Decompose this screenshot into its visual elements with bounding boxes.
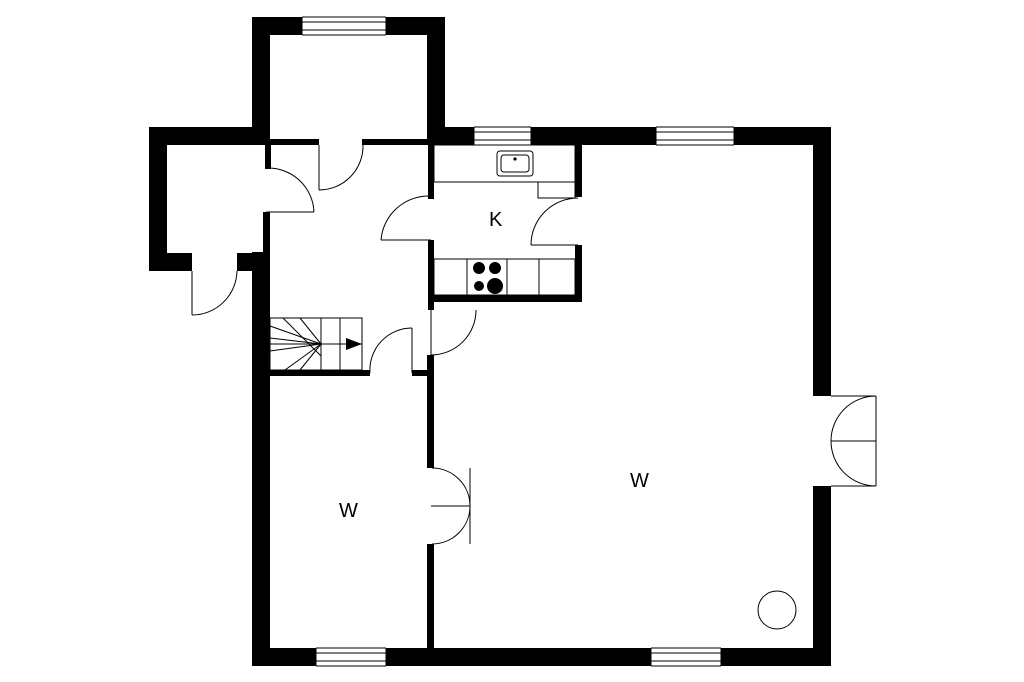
room-label-bedroom: W	[339, 500, 358, 522]
room-label-kitchen: K	[489, 209, 503, 231]
staircase	[269, 317, 363, 371]
door-kitchen-left	[380, 195, 432, 241]
door-bedroom-living-double	[431, 467, 471, 545]
stair-direction-arrow	[346, 338, 362, 350]
doors	[191, 144, 877, 545]
interior-walls	[263, 139, 582, 654]
window-top-living	[655, 126, 735, 146]
room-label-living: W	[630, 470, 649, 492]
sink-icon	[496, 150, 534, 177]
door-bedroom-top	[369, 327, 413, 374]
stove-icon	[473, 262, 503, 294]
door-kitchen-right	[530, 197, 579, 246]
window-bottom-living	[650, 647, 722, 667]
window-top-upper	[301, 16, 387, 36]
door-porch-hall	[265, 167, 315, 213]
door-exterior-right-double	[830, 395, 877, 487]
door-porch-exterior	[191, 270, 238, 316]
window-bottom-bedroom	[315, 647, 387, 667]
exterior-walls	[149, 17, 831, 666]
door-hall-top	[318, 144, 364, 191]
windows	[301, 16, 735, 667]
door-hall-living	[430, 309, 477, 356]
kitchen-fixtures	[433, 144, 576, 296]
fireplace-icon	[757, 590, 797, 630]
window-top-kitchen	[473, 126, 532, 146]
